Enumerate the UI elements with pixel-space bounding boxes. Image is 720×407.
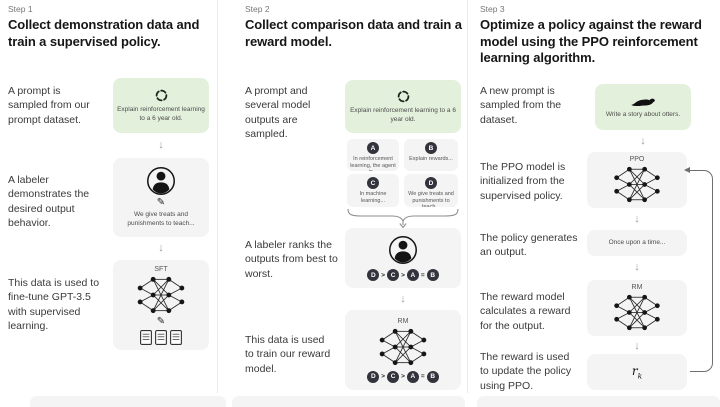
neural-network-icon	[134, 275, 188, 315]
column-divider	[217, 0, 218, 393]
feedback-loop-line	[690, 170, 713, 372]
step2-title: Collect comparison data and train a rewa…	[245, 17, 462, 49]
step3-caption-update: The reward is used to update the policy …	[480, 351, 572, 392]
step3-label: Step 3	[480, 4, 505, 14]
arrow-down-icon: ↓	[158, 139, 164, 151]
step1-labeler-box: ✎ We give treats and punishments to teac…	[113, 158, 209, 237]
curly-brace-arrow	[347, 208, 459, 228]
step3-prompt-text: Write a story about otters.	[605, 110, 681, 118]
step3-rm-box: RM	[587, 280, 687, 336]
step3-caption-prompt: A new prompt is sampled from the dataset…	[480, 85, 562, 126]
rank-chip: B	[426, 370, 439, 383]
step2-caption-rm: This data is used to train our reward mo…	[245, 334, 331, 375]
neural-network-icon	[610, 165, 664, 204]
step1-prompt-box: Explain reinforcement learning to a 6 ye…	[113, 78, 209, 133]
rank-chip: A	[406, 370, 419, 383]
output-a-text: In reinforcement learning, the agent is.…	[350, 156, 396, 171]
step2-label: Step 2	[245, 4, 270, 14]
ranking-row: D > C > A = B	[367, 269, 439, 281]
step2-caption-prompt: A prompt and several model outputs are s…	[245, 85, 311, 141]
step1-prompt-text: Explain reinforcement learning to a 6 ye…	[117, 105, 205, 122]
document-icon	[155, 330, 167, 345]
rm-label: RM	[631, 284, 643, 291]
rank-separator: >	[381, 373, 386, 380]
step2-caption-rank: A labeler ranks the outputs from best to…	[245, 239, 338, 280]
sft-label: SFT	[154, 265, 168, 273]
refresh-icon	[397, 90, 409, 103]
next-section-card	[477, 396, 720, 407]
feedback-loop-arrowhead	[684, 167, 690, 173]
step1-title: Collect demonstration data and train a s…	[8, 17, 200, 49]
rank-separator: =	[420, 271, 425, 279]
output-b-text: Explain rewards...	[409, 156, 453, 162]
step2-prompt-text: Explain reinforcement learning to a 6 ye…	[350, 106, 456, 123]
ranking-row: D > C > A = B	[367, 370, 439, 383]
rank-chip: C	[387, 269, 400, 281]
reward-symbol: rk	[631, 363, 643, 381]
rank-chip: D	[367, 269, 380, 281]
output-a-box: A In reinforcement learning, the agent i…	[347, 139, 399, 171]
document-icon	[140, 330, 152, 345]
next-section-card	[30, 396, 226, 407]
column-divider	[467, 0, 468, 393]
step2-labeler-box: D > C > A = B	[345, 228, 461, 288]
step1-caption-sft: This data is used to fine-tune GPT-3.5 w…	[8, 277, 100, 333]
labeler-person-icon	[388, 235, 418, 265]
output-a-chip: A	[367, 142, 379, 154]
output-b-chip: B	[425, 142, 437, 154]
step3-prompt-box: Write a story about otters.	[595, 84, 691, 130]
arrow-down-icon: ↓	[634, 213, 640, 225]
next-section-card	[232, 396, 465, 407]
rank-separator: >	[401, 373, 405, 380]
documents-row	[140, 330, 182, 345]
arrow-down-icon: ↓	[158, 242, 164, 254]
output-c-text: In machine learning...	[359, 191, 387, 204]
neural-network-icon	[610, 293, 664, 332]
rm-label: RM	[397, 317, 409, 325]
step1-labeler-note: We give treats and punishments to teach.…	[127, 211, 195, 227]
rank-chip: C	[387, 370, 400, 383]
arrow-down-icon: ↓	[400, 293, 406, 305]
arrow-down-icon: ↓	[634, 340, 640, 352]
step3-reward-value-box: rk	[587, 354, 687, 390]
output-d-text: We give treats and punishments to teach.…	[408, 191, 454, 207]
rank-separator: =	[420, 373, 425, 380]
otter-icon	[631, 98, 655, 106]
pencil-icon: ✎	[156, 315, 166, 327]
step3-output-box: Once upon a time...	[587, 230, 687, 256]
step3-output-text: Once upon a time...	[608, 238, 666, 246]
pencil-icon: ✎	[156, 197, 166, 209]
rank-chip: B	[426, 269, 439, 281]
arrow-down-icon: ↓	[634, 261, 640, 273]
step3-caption-output: The policy generates an output.	[480, 232, 578, 259]
document-icon	[170, 330, 182, 345]
step3-caption-ppo: The PPO model is initialized from the su…	[480, 161, 566, 202]
rank-separator: >	[401, 271, 405, 279]
step3-ppo-box: PPO	[587, 152, 687, 208]
rank-separator: >	[381, 271, 386, 279]
arrow-down-icon: ↓	[640, 135, 646, 147]
step1-label: Step 1	[8, 4, 33, 14]
neural-network-icon	[376, 327, 430, 367]
refresh-icon	[155, 89, 167, 102]
output-c-chip: C	[367, 177, 379, 189]
step2-prompt-box: Explain reinforcement learning to a 6 ye…	[345, 80, 461, 133]
step1-sft-box: SFT ✎	[113, 260, 209, 350]
rank-chip: D	[367, 370, 380, 383]
labeler-person-icon	[146, 166, 176, 196]
step1-caption-prompt: A prompt is sampled from our prompt data…	[8, 85, 90, 126]
output-b-box: B Explain rewards...	[404, 139, 458, 171]
output-d-box: D We give treats and punishments to teac…	[404, 174, 458, 207]
rank-chip: A	[406, 269, 419, 281]
ppo-label: PPO	[629, 156, 645, 163]
step2-rm-box: RM D > C > A = B	[345, 310, 461, 390]
step1-caption-labeler: A labeler demonstrates the desired outpu…	[8, 174, 90, 230]
step3-caption-reward: The reward model calculates a reward for…	[480, 291, 571, 332]
output-c-box: C In machine learning...	[347, 174, 399, 207]
step3-title: Optimize a policy against the reward mod…	[480, 17, 702, 66]
output-d-chip: D	[425, 177, 437, 189]
